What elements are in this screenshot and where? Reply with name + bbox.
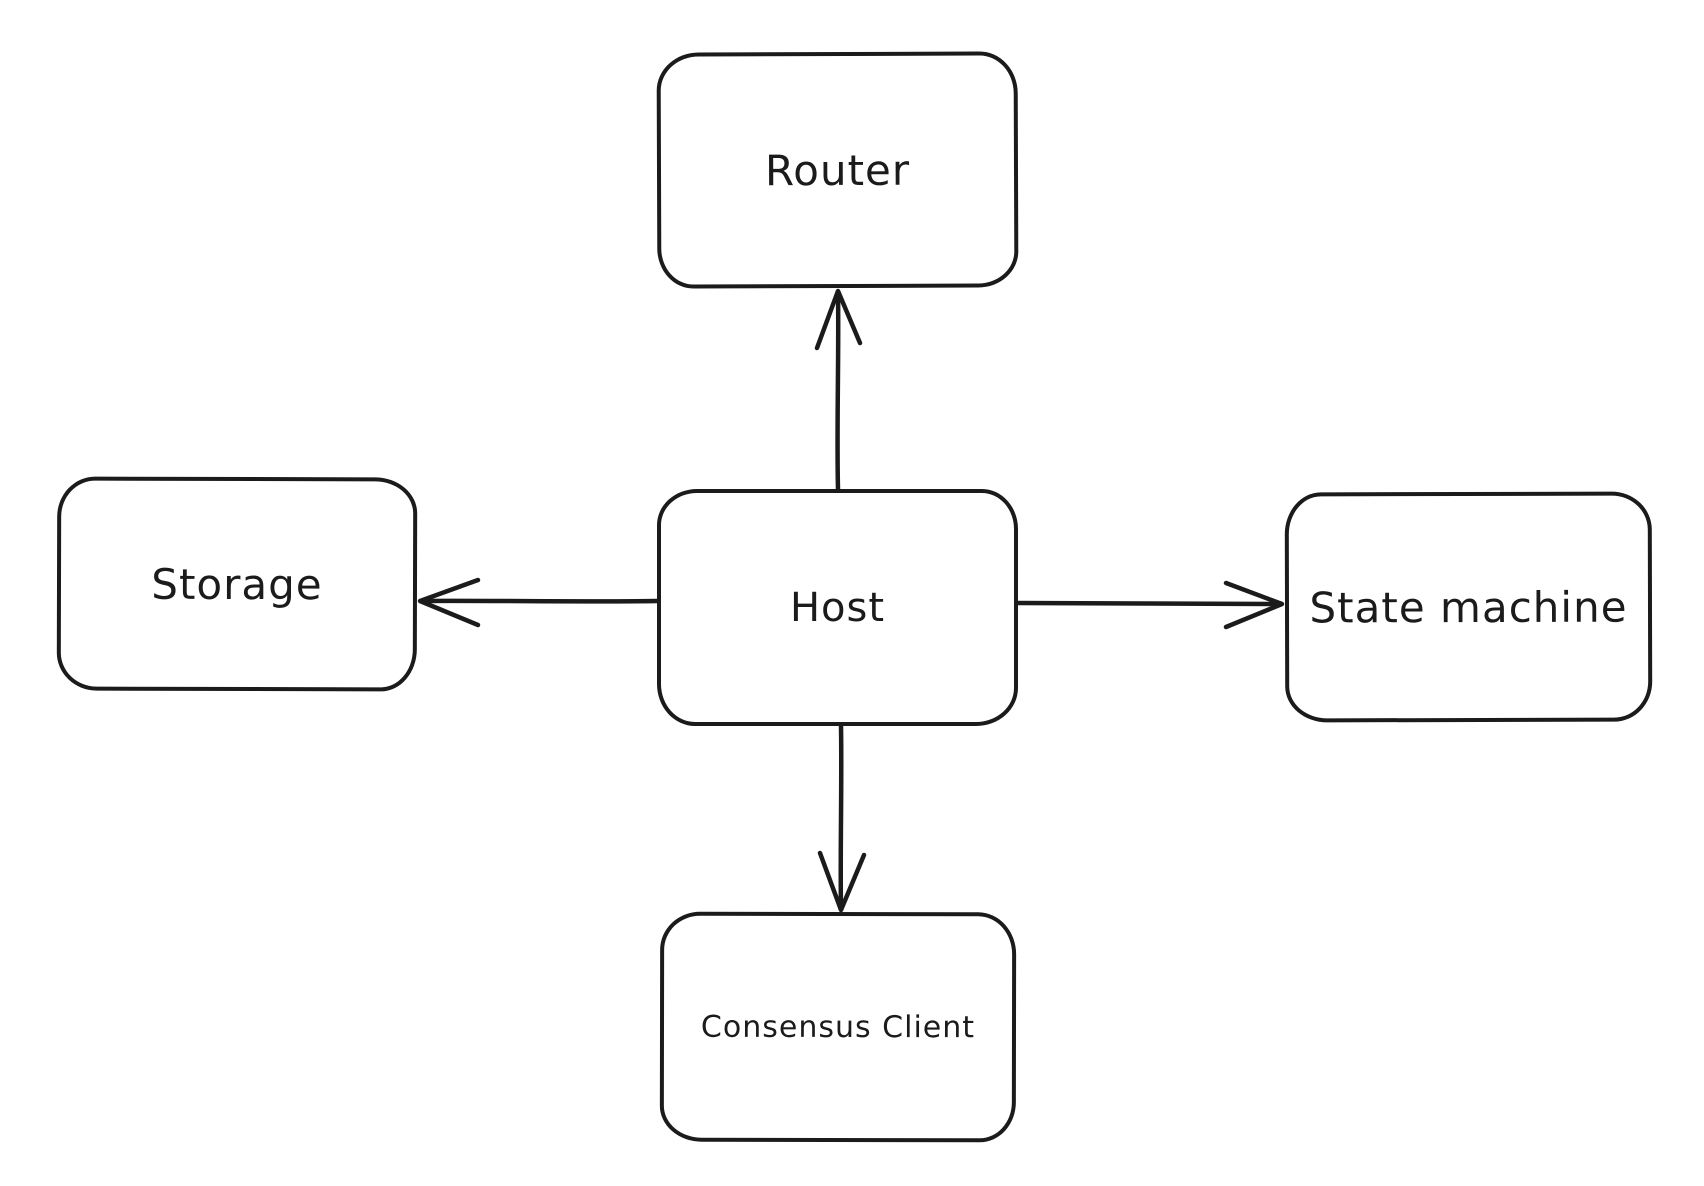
arrowhead-left-icon [417, 577, 481, 628]
node-storage-label: Storage [151, 559, 323, 609]
arrow-host-to-consensus-client[interactable] [817, 723, 867, 913]
arrow-host-to-storage[interactable] [417, 577, 660, 628]
arrow-host-to-state-machine[interactable] [1015, 580, 1285, 630]
arrowhead-up-icon [814, 288, 863, 351]
node-router-label: Router [764, 145, 911, 195]
node-host[interactable]: Host [657, 489, 1018, 726]
node-host-label: Host [789, 584, 886, 631]
arrow-host-to-router[interactable] [814, 288, 863, 492]
arrowhead-right-icon [1223, 580, 1285, 630]
arrowhead-down-icon [817, 850, 867, 913]
node-storage[interactable]: Storage [56, 476, 418, 692]
node-consensus-client-label: Consensus Client [700, 1009, 976, 1045]
node-state-machine-label: State machine [1309, 582, 1628, 632]
node-consensus-client[interactable]: Consensus Client [659, 911, 1017, 1143]
node-state-machine[interactable]: State machine [1284, 491, 1653, 723]
node-router[interactable]: Router [656, 51, 1019, 289]
